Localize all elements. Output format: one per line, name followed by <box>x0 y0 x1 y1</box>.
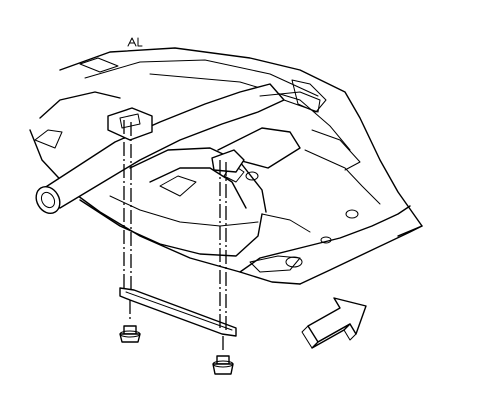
fastener-center-lines <box>124 120 226 352</box>
exhaust-pipe <box>31 84 320 218</box>
bolt-icon <box>213 356 233 374</box>
underbody-shield-plate <box>120 288 236 336</box>
bolt-icon <box>120 326 140 342</box>
part-mark-icon <box>128 38 142 46</box>
front-direction-arrow-icon <box>302 298 366 348</box>
